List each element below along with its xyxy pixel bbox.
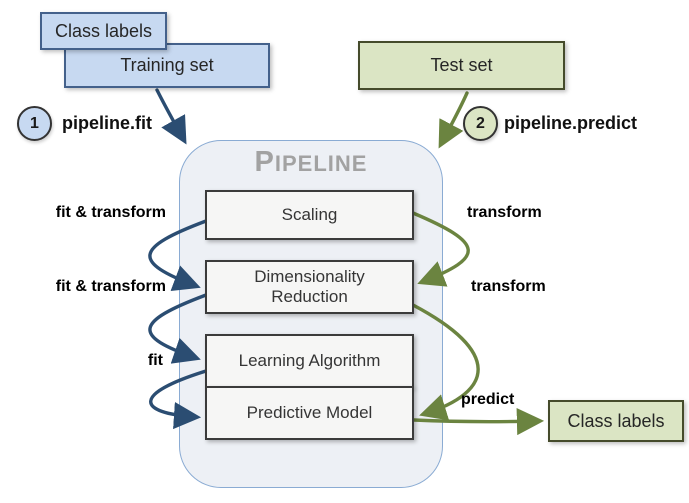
pipeline-predict-label: pipeline.predict (504, 113, 638, 133)
pipeline-fit-label: pipeline.fit (62, 113, 152, 133)
stage-scaling-label: Scaling (281, 205, 338, 225)
arrow-test-set-to-pipeline (438, 91, 469, 149)
class-labels-output-label: Class labels (567, 410, 665, 431)
class-labels-input-label: Class labels (54, 20, 153, 41)
training-set-box: Training set (64, 43, 270, 88)
label-transform-1: transform (467, 204, 542, 221)
stage-dimensionality-reduction-label: Dimensionality Reduction (254, 267, 365, 306)
label-fit: fit (147, 352, 163, 369)
arrow-transform-scaling-to-dimred (411, 211, 470, 287)
stage-learning-algorithm-label: Learning Algorithm (238, 351, 381, 371)
label-predict: predict (461, 391, 515, 408)
stage-dimensionality-reduction: Dimensionality Reduction (205, 260, 414, 314)
arrow-fit-learning-to-model (149, 369, 208, 430)
label-transform-2: transform (471, 278, 546, 295)
arrow-fit-scaling-to-dimred (148, 219, 208, 291)
arrow-fit-dimred-to-learning (148, 293, 208, 364)
test-set-box: Test set (358, 41, 565, 90)
stage-predictive-model-label: Predictive Model (246, 403, 373, 423)
stage-learning-algorithm: Learning Algorithm (205, 334, 414, 388)
stage-scaling: Scaling (205, 190, 414, 240)
label-fit-transform-1: fit & transform (55, 204, 166, 221)
class-labels-output-box: Class labels (548, 400, 684, 442)
arrow-training-set-to-pipeline (155, 88, 187, 145)
step-1-number: 1 (30, 114, 39, 132)
arrow-predict-model-to-labels (412, 407, 545, 436)
training-set-label: Training set (120, 55, 214, 75)
pipeline-title: Pipeline (254, 146, 368, 178)
label-fit-transform-2: fit & transform (55, 278, 166, 295)
test-set-label: Test set (430, 55, 493, 75)
stage-predictive-model: Predictive Model (205, 386, 414, 440)
step-2-number: 2 (476, 114, 485, 132)
arrow-transform-dimred-to-model (411, 303, 480, 421)
step-2-badge: 2 (463, 106, 498, 141)
class-labels-input-box: Class labels (40, 12, 167, 50)
step-1-badge: 1 (17, 106, 52, 141)
